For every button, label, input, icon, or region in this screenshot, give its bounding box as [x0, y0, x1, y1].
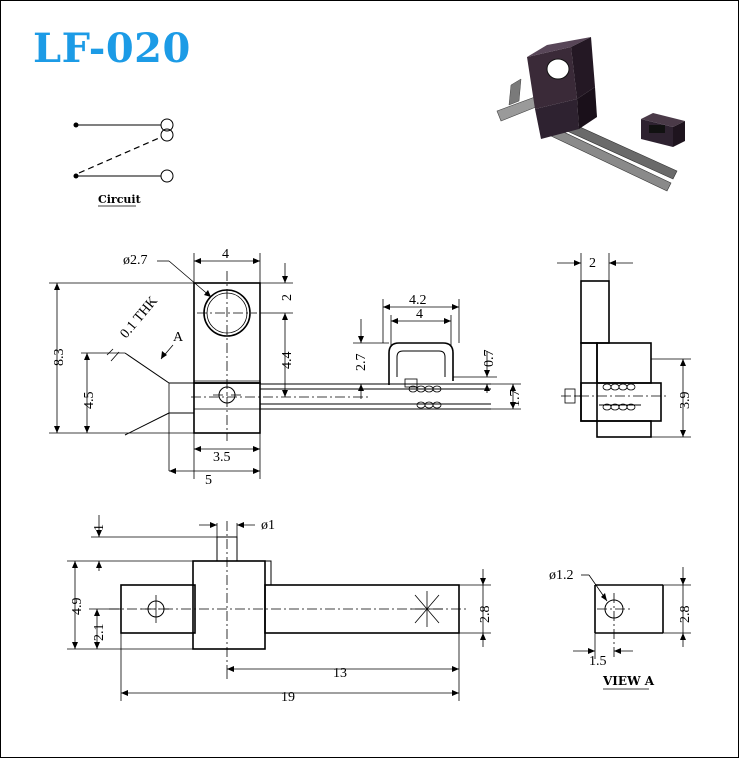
dim-body-width: 5 [205, 473, 212, 488]
dim-actuator-inner: 4 [416, 307, 423, 322]
dim-view-a-hole: ø1.2 [549, 568, 574, 583]
dim-lead-height: 4.5 [82, 392, 97, 410]
circuit-diagram: Circuit [73, 118, 174, 207]
dim-total-height: 8.3 [52, 349, 67, 367]
dim-side-height: 3.9 [678, 392, 693, 410]
dim-side-width: 2 [589, 256, 596, 271]
dim-pin-offset: 1 [92, 524, 107, 531]
front-view: 4 ø2.7 2 4.4 8.3 [49, 247, 523, 488]
dim-actuator-height: 2.7 [354, 354, 369, 372]
dim-total-length: 19 [281, 690, 295, 705]
dim-pin-diameter: ø1 [261, 518, 275, 533]
dim-hole-diameter: ø2.7 [123, 253, 148, 268]
dim-bottom-height: 4.9 [70, 598, 85, 616]
product-photo [496, 37, 685, 192]
dim-thickness: 0.1 THK [118, 294, 161, 342]
dim-top-width: 4 [222, 247, 229, 262]
circuit-label: Circuit [98, 193, 142, 206]
dim-tab-width: 3.5 [213, 450, 231, 465]
dim-lead-pitch: 1.7 [508, 390, 523, 408]
side-view: 2 3.9 [557, 253, 693, 438]
product-title: LF-020 [33, 25, 191, 72]
dim-view-a-width: 2.8 [678, 606, 693, 624]
dim-bottom-lower: 2.1 [92, 624, 107, 642]
arrow-a-label: A [173, 330, 184, 345]
dim-hole-to-tab: 4.4 [280, 352, 295, 370]
dim-view-a-offset: 1.5 [589, 654, 607, 669]
dim-actuator-outer: 4.2 [409, 293, 427, 308]
view-a-label: VIEW A [602, 674, 655, 688]
dim-lead-width: 2.8 [478, 606, 493, 624]
bottom-view: 1 ø1 4.9 2.1 [67, 515, 493, 705]
dim-lead-length: 13 [333, 666, 347, 681]
dim-gap: 0.7 [482, 350, 497, 368]
view-a-detail: ø1.2 1.5 2.8 VIEW A [549, 567, 693, 690]
dim-top-offset: 2 [280, 294, 295, 301]
